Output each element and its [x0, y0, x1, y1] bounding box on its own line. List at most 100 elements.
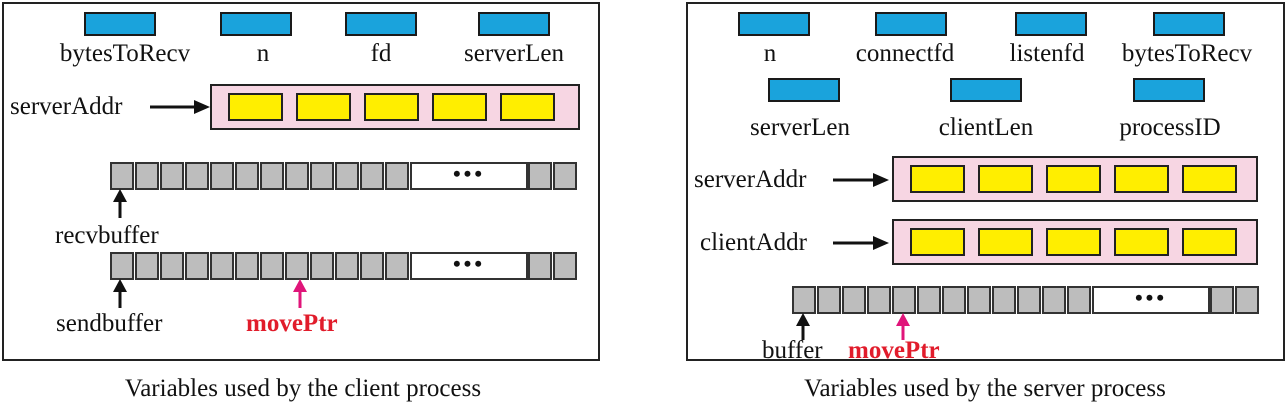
buffer-cell — [285, 162, 309, 190]
client-var-label-bytestorecv: bytesToRecv — [59, 40, 191, 67]
server-var-label-listenfd: listenfd — [1009, 40, 1085, 67]
buffer-cell — [1042, 286, 1066, 314]
buffer-cell — [360, 252, 384, 280]
buffer-cell — [385, 162, 409, 190]
client-recvbuffer-arrow — [113, 189, 127, 218]
server-var-label-clientlen: clientLen — [938, 114, 1034, 141]
buffer-cell — [110, 252, 134, 280]
struct-field — [978, 165, 1033, 193]
server-buffer-label: buffer — [762, 337, 823, 364]
client-var-box-fd — [345, 12, 417, 36]
buffer-cell — [992, 286, 1016, 314]
server-serveraddr-arrow — [833, 173, 889, 187]
server-var-box-connectfd — [875, 12, 947, 36]
buffer-cell — [528, 252, 552, 280]
buffer-cell — [528, 162, 552, 190]
buffer-ellipsis: ••• — [1092, 286, 1210, 314]
buffer-cell — [867, 286, 891, 314]
client-serveraddr-label: serverAddr — [10, 93, 123, 120]
server-caption: Variables used by the server process — [804, 375, 1166, 402]
struct-field — [1046, 228, 1101, 256]
struct-field — [364, 93, 419, 121]
server-var-label-serverlen: serverLen — [750, 114, 850, 141]
struct-field — [978, 228, 1033, 256]
buffer-cell — [817, 286, 841, 314]
buffer-cell — [1017, 286, 1041, 314]
buffer-cell — [310, 162, 334, 190]
client-var-label-n: n — [256, 40, 270, 67]
struct-field — [1114, 228, 1169, 256]
client-var-label-serverlen: serverLen — [464, 40, 564, 67]
server-var-label-bytestorecv: bytesToRecv — [1121, 40, 1253, 67]
buffer-cell — [1067, 286, 1091, 314]
buffer-cell — [160, 162, 184, 190]
buffer-cell — [210, 162, 234, 190]
buffer-cell — [792, 286, 816, 314]
server-moveptr-arrow — [896, 313, 910, 340]
buffer-cell — [967, 286, 991, 314]
struct-field — [1182, 165, 1237, 193]
buffer-cell — [260, 252, 284, 280]
server-var-box-bytestorecv — [1153, 12, 1225, 36]
server-clientaddr-arrow — [833, 236, 889, 250]
struct-field — [296, 93, 351, 121]
buffer-cell — [135, 162, 159, 190]
buffer-cell — [210, 252, 234, 280]
client-var-label-fd: fd — [370, 40, 392, 67]
server-clientaddr-struct — [892, 219, 1258, 265]
struct-field — [228, 93, 283, 121]
server-moveptr-label: movePtr — [848, 337, 940, 364]
client-moveptr-arrow — [293, 279, 307, 308]
client-var-box-n — [220, 12, 292, 36]
server-var-box-clientlen — [950, 78, 1022, 102]
buffer-cell — [553, 162, 577, 190]
buffer-cell — [360, 162, 384, 190]
server-serveraddr-label: serverAddr — [694, 166, 807, 193]
server-var-box-processid — [1133, 78, 1205, 102]
server-var-label-n: n — [763, 40, 777, 67]
buffer-cell — [842, 286, 866, 314]
buffer-cell — [135, 252, 159, 280]
client-moveptr-label: movePtr — [246, 310, 338, 337]
buffer-ellipsis: ••• — [410, 252, 528, 280]
struct-field — [432, 93, 487, 121]
client-serveraddr-arrow — [150, 100, 210, 114]
client-sendbuffer-label: sendbuffer — [56, 310, 163, 337]
buffer-cell — [892, 286, 916, 314]
buffer-cell — [385, 252, 409, 280]
server-buffer-arrow — [796, 313, 810, 340]
server-var-box-serverlen — [768, 78, 840, 102]
struct-field — [1046, 165, 1101, 193]
server-var-label-processid: processID — [1119, 114, 1221, 141]
buffer-ellipsis: ••• — [410, 162, 528, 190]
server-clientaddr-label: clientAddr — [700, 229, 807, 256]
client-var-box-bytestorecv — [84, 12, 156, 36]
client-sendbuffer-arrow — [113, 279, 127, 308]
struct-field — [1182, 228, 1237, 256]
client-caption: Variables used by the client process — [124, 375, 482, 402]
buffer-cell — [335, 162, 359, 190]
struct-field — [910, 228, 965, 256]
buffer-cell — [335, 252, 359, 280]
struct-field — [910, 165, 965, 193]
buffer-cell — [917, 286, 941, 314]
client-send-buffer: ••• — [110, 252, 580, 280]
buffer-cell — [942, 286, 966, 314]
server-var-box-listenfd — [1015, 12, 1087, 36]
client-recv-buffer: ••• — [110, 162, 580, 190]
server-var-box-n — [738, 12, 810, 36]
buffer-cell — [1235, 286, 1259, 314]
buffer-cell — [110, 162, 134, 190]
buffer-cell — [160, 252, 184, 280]
server-buffer: ••• — [792, 286, 1262, 314]
buffer-cell — [185, 252, 209, 280]
buffer-cell — [553, 252, 577, 280]
server-serveraddr-struct — [892, 156, 1258, 202]
buffer-cell — [235, 252, 259, 280]
buffer-cell — [285, 252, 309, 280]
client-serveraddr-struct — [210, 84, 580, 130]
buffer-cell — [1210, 286, 1234, 314]
client-recvbuffer-label: recvbuffer — [55, 222, 159, 249]
struct-field — [500, 93, 555, 121]
buffer-cell — [260, 162, 284, 190]
